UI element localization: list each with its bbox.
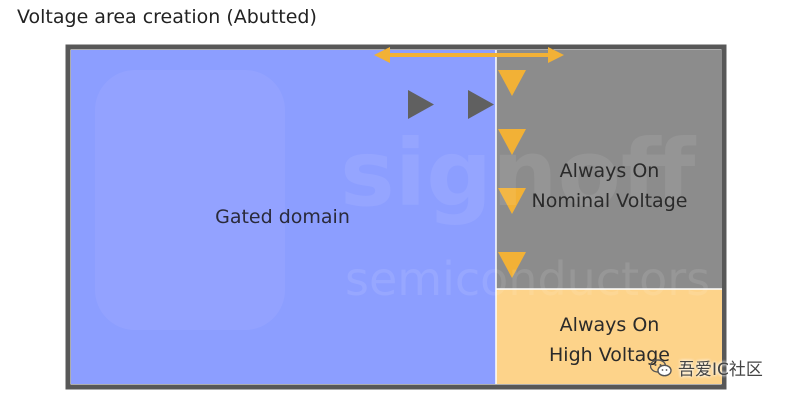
always-on-high-area bbox=[496, 289, 722, 384]
level-shifter-down-icon bbox=[498, 188, 526, 214]
gated-domain-label: Gated domain bbox=[215, 206, 350, 228]
always-on-high-line1: Always On bbox=[559, 314, 660, 336]
always-on-high-label: Always On High Voltage bbox=[497, 310, 722, 370]
level-shifter-down-icon bbox=[498, 129, 526, 155]
slide-title: Voltage area creation (Abutted) bbox=[17, 6, 317, 28]
always-on-high-line2: High Voltage bbox=[549, 344, 670, 366]
signal-arrow-right-icon bbox=[468, 90, 494, 119]
always-on-nominal-line1: Always On bbox=[559, 160, 660, 182]
level-shifter-down-icon bbox=[498, 70, 526, 96]
always-on-nominal-area bbox=[496, 50, 722, 289]
double-arrow-icon bbox=[374, 47, 564, 63]
signal-arrow-right-icon bbox=[408, 90, 434, 119]
wechat-icon bbox=[650, 358, 672, 376]
level-shifter-down-icon bbox=[498, 252, 526, 278]
wechat-watermark-text: 吾爱IC社区 bbox=[678, 360, 763, 380]
always-on-nominal-label: Always On Nominal Voltage bbox=[497, 156, 722, 216]
always-on-nominal-line2: Nominal Voltage bbox=[531, 190, 688, 212]
wechat-watermark: 吾爱IC社区 bbox=[650, 355, 763, 380]
wafer-watermark bbox=[95, 70, 285, 330]
